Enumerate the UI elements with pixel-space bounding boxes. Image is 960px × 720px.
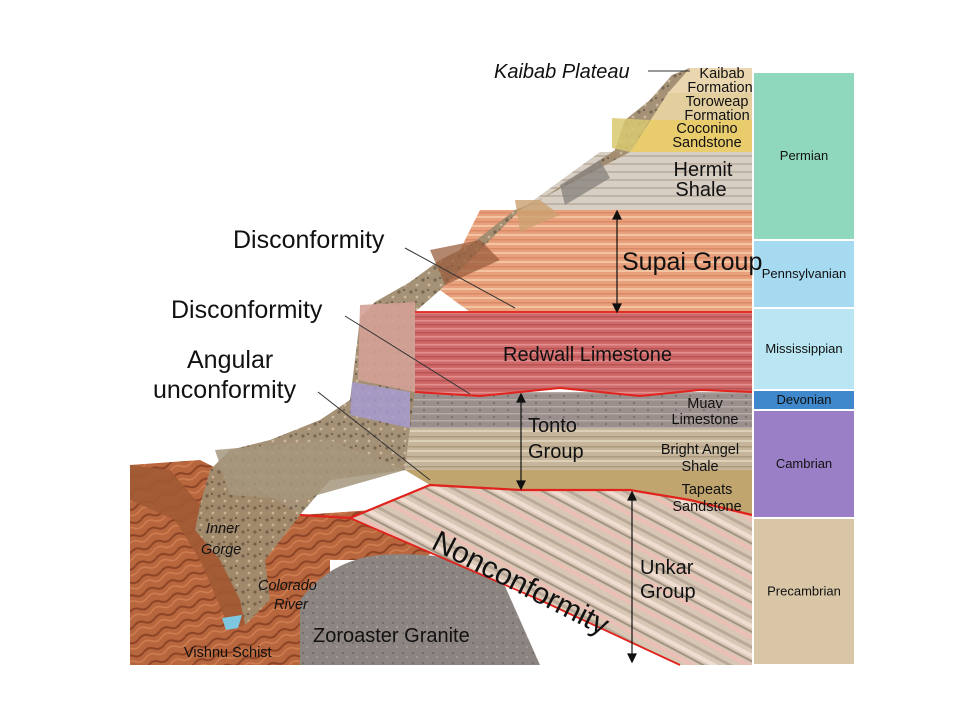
hermit-shale-label-2: Shale <box>675 179 726 201</box>
toroweap-formation-label-1: Toroweap <box>686 94 749 110</box>
colorado-river-label-1: Colorado <box>258 578 317 594</box>
period-label-permian: Permian <box>780 148 828 163</box>
toroweap-formation-label-2: Formation <box>684 108 749 124</box>
bright-angel-shale-label-2: Shale <box>681 459 718 475</box>
disconformity-lower-label: Disconformity <box>171 296 323 324</box>
period-band-cambrian <box>752 409 856 519</box>
zoroaster-granite-layer <box>300 554 540 665</box>
unkar-group-label-1: Unkar <box>640 557 694 579</box>
leader-lines <box>317 70 690 481</box>
tonto-group-label-1: Tonto <box>528 415 577 437</box>
unkar-group-layer <box>350 485 752 665</box>
toroweap-formation-layer <box>650 93 752 120</box>
angular-unconformity-label-line2: unconformity <box>153 376 297 404</box>
disconformity-upper-label: Disconformity <box>233 226 385 254</box>
colorado-river-label-2: River <box>274 597 309 613</box>
period-label-pennsylvanian: Pennsylvanian <box>762 266 847 281</box>
kaibab-formation-label-1: Kaibab <box>699 66 744 82</box>
period-band-precambrian <box>752 517 856 666</box>
coconino-sandstone-layer <box>630 120 752 152</box>
muav-limestone-label-2: Limestone <box>672 412 739 428</box>
zoroaster-granite-label: Zoroaster Granite <box>313 625 470 647</box>
period-label-mississippian: Mississippian <box>765 341 842 356</box>
vishnu-schist-label: Vishnu Schist <box>184 645 272 661</box>
rock-strata <box>130 68 753 666</box>
period-label-precambrian: Precambrian <box>767 584 841 599</box>
hermit-shale-label-1: Hermit <box>674 159 733 181</box>
inner-gorge-label-2: Gorge <box>201 542 241 558</box>
coconino-sandstone-label-1: Coconino <box>676 121 737 137</box>
coconino-sandstone-label-2: Sandstone <box>672 135 741 151</box>
angular-unconformity-label-line1: Angular <box>187 346 273 374</box>
geologic-period-column: PermianPennsylvanianMississippianDevonia… <box>752 71 856 666</box>
tonto-group-label-2: Group <box>528 441 584 463</box>
period-band-permian <box>752 71 856 241</box>
period-label-devonian: Devonian <box>777 392 832 407</box>
tapeats-sandstone-label-1: Tapeats <box>682 482 733 498</box>
period-band-mississippian <box>752 307 856 391</box>
supai-group-layer <box>440 210 752 312</box>
period-label-cambrian: Cambrian <box>776 456 832 471</box>
redwall-limestone-label: Redwall Limestone <box>503 344 672 366</box>
formation-labels: Kaibab Formation Toroweap Formation Coco… <box>184 66 762 661</box>
supai-group-label: Supai Group <box>622 248 762 276</box>
unkar-granite-contact <box>349 517 681 666</box>
kaibab-plateau-label: Kaibab Plateau <box>494 61 630 83</box>
tapeats-sandstone-layer <box>405 470 752 515</box>
inner-gorge-label-1: Inner <box>206 521 240 537</box>
colorado-river <box>222 615 242 630</box>
period-band-pennsylvanian <box>752 239 856 309</box>
muav-limestone-layer <box>410 392 752 428</box>
muav-limestone-label-1: Muav <box>687 396 723 412</box>
kaibab-formation-layer <box>668 68 752 93</box>
unkar-group-label-2: Group <box>640 581 696 603</box>
angular-unconformity-line <box>414 386 753 398</box>
tapeats-sandstone-label-2: Sandstone <box>672 499 741 515</box>
kaibab-formation-label-2: Formation <box>687 80 752 96</box>
bright-angel-shale-layer <box>405 428 752 470</box>
span-arrows <box>516 209 637 664</box>
redwall-limestone-layer <box>415 312 752 396</box>
bright-angel-shale-label-1: Bright Angel <box>661 442 739 458</box>
